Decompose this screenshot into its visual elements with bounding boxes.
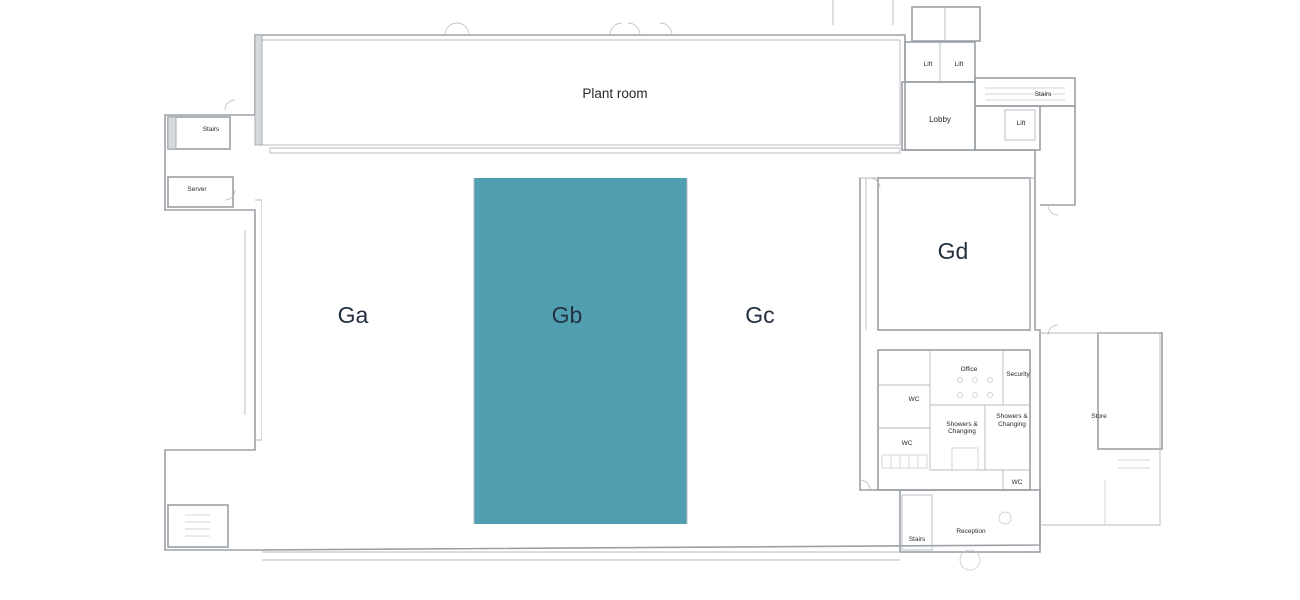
unit-label-gd: Gd: [938, 238, 969, 264]
room-label-lift-3: Lift: [1017, 120, 1026, 127]
room-label-wc-3: WC: [1012, 479, 1023, 486]
unit-label-gb: Gb: [552, 302, 583, 328]
room-label-lift-2: Lift: [955, 61, 964, 68]
south-east-block: [877, 349, 1041, 571]
units: [262, 177, 1031, 548]
room-label-stairs-s: Stairs: [909, 536, 926, 543]
unit-gc-area[interactable]: [688, 178, 860, 524]
room-label-store: Store: [1091, 413, 1107, 420]
room-label-showers-1-line1: Showers &: [946, 421, 978, 428]
room-label-stairs-nw: Stairs: [203, 126, 220, 133]
north-east-core: [832, 0, 1076, 206]
room-label-lift-1: Lift: [924, 61, 933, 68]
store-block: [1040, 332, 1163, 526]
room-label-security: Security: [1006, 371, 1030, 378]
room-label-wc-2: WC: [902, 440, 913, 447]
doors: [224, 22, 1059, 491]
room-label-showers-1-line2: Changing: [948, 428, 976, 435]
unit-ga-area[interactable]: [262, 178, 474, 548]
unit-gb-area[interactable]: [474, 178, 687, 524]
room-label-office: Office: [961, 366, 978, 373]
unit-label-ga: Ga: [338, 302, 369, 328]
room-label-reception: Reception: [956, 528, 986, 535]
unit-label-gc: Gc: [745, 302, 774, 328]
room-label-wc-1: WC: [909, 396, 920, 403]
room-label-stairs-ne: Stairs: [1035, 91, 1052, 98]
room-label-showers-2-line2: Changing: [998, 421, 1026, 428]
room-label-server: Server: [187, 186, 207, 193]
west-rooms: [167, 116, 234, 548]
room-label-showers-2-line1: Showers &: [996, 413, 1028, 420]
room-label-plant-room: Plant room: [582, 86, 647, 101]
room-label-lobby: Lobby: [929, 115, 951, 124]
